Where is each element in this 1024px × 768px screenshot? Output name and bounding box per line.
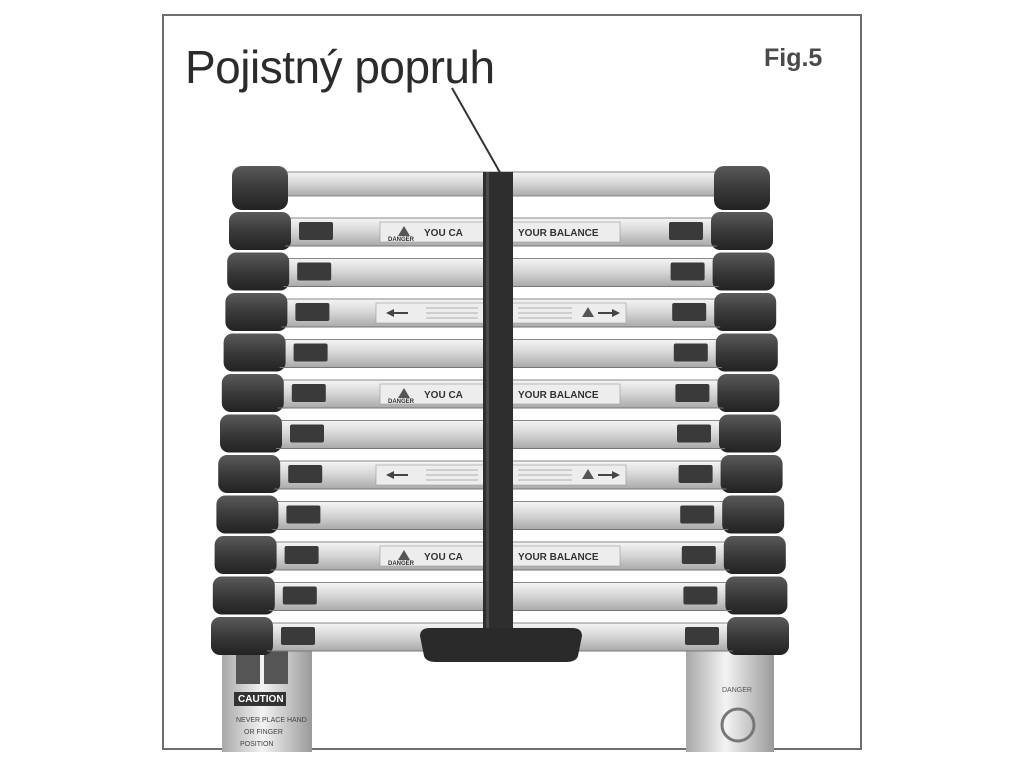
rung-right-latch — [680, 505, 715, 524]
rung-left-latch — [286, 505, 321, 524]
balance-text-left: YOU CA — [424, 552, 463, 563]
caution-label: CAUTION NEVER PLACE HAND OR FINGER POSIT… — [236, 694, 307, 748]
warning-triangle-icon — [398, 226, 410, 236]
right-arrow-icon — [598, 309, 620, 317]
rung-right-latch — [670, 262, 705, 281]
rung-right-latch — [672, 303, 707, 321]
rung-right-cap — [719, 414, 781, 453]
left-leg — [222, 640, 312, 752]
balance-text-right: YOUR BALANCE — [518, 390, 599, 401]
right-arrow-icon — [598, 471, 620, 479]
rung-right-cap — [715, 333, 778, 372]
rung-left-cap — [223, 333, 286, 372]
rung-left-cap — [225, 293, 288, 331]
figure-number: Fig.5 — [764, 44, 823, 72]
rung-left-latch — [290, 424, 324, 443]
balance-text-right: YOUR BALANCE — [518, 228, 599, 239]
rung-left-latch — [284, 546, 319, 564]
rung-right-cap — [712, 252, 775, 291]
callout-label: Pojistný popruh — [185, 41, 495, 93]
rung-right-latch — [685, 627, 719, 645]
rung-left-cap — [212, 576, 275, 615]
balance-text-right: YOUR BALANCE — [518, 552, 599, 563]
rung-right-cap — [714, 293, 777, 331]
svg-text:NEVER PLACE HAND: NEVER PLACE HAND — [236, 717, 307, 724]
rung-right-latch — [677, 424, 711, 443]
balance-text-left: YOU CA — [424, 228, 463, 239]
rung-right-cap — [722, 495, 785, 534]
rung-right-cap — [711, 212, 773, 250]
rung-right-latch — [675, 384, 710, 402]
rung-right-latch — [678, 465, 713, 483]
rung-left-latch — [297, 262, 332, 281]
rung-left-cap — [220, 414, 282, 453]
rung-left-latch — [291, 384, 326, 402]
rung-right-cap — [723, 536, 786, 574]
rung-left-latch — [299, 222, 333, 240]
left-arrow-icon — [386, 471, 408, 479]
rung-right-cap — [720, 455, 783, 493]
right-leg-danger-label: DANGER — [722, 687, 752, 694]
warning-triangle-icon — [398, 388, 410, 398]
rung-left-cap — [214, 536, 277, 574]
rung-right-cap — [717, 374, 780, 412]
warning-triangle-icon — [582, 307, 594, 317]
rung-left-latch — [281, 627, 315, 645]
rung-left-cap — [221, 374, 284, 412]
safety-strap — [420, 172, 582, 662]
rung-left-cap — [218, 455, 281, 493]
rung-left-cap — [216, 495, 279, 534]
svg-text:OR FINGER: OR FINGER — [244, 729, 283, 736]
rung-right-latch — [673, 343, 708, 362]
rung-left-cap — [229, 212, 291, 250]
balance-text-left: YOU CA — [424, 390, 463, 401]
rung-left-cap — [211, 617, 273, 655]
warning-triangle-icon — [582, 469, 594, 479]
left-arrow-icon — [386, 309, 408, 317]
right-leg — [686, 640, 774, 752]
rung-left-latch — [295, 303, 330, 321]
danger-label: DANGER — [388, 237, 415, 243]
danger-label: DANGER — [388, 399, 415, 405]
rung-right-latch — [683, 586, 718, 605]
warning-triangle-icon — [398, 550, 410, 560]
rung-left-latch — [288, 465, 323, 483]
rung-right-latch — [681, 546, 716, 564]
rung-right-latch — [669, 222, 703, 240]
rung-left-latch — [293, 343, 328, 362]
svg-text:CAUTION: CAUTION — [238, 694, 284, 705]
callout-leader — [451, 87, 503, 177]
rung-left-cap — [227, 252, 290, 291]
svg-text:POSITION: POSITION — [240, 741, 273, 748]
rung-right-cap — [727, 617, 789, 655]
rung-right-cap — [725, 576, 788, 615]
danger-label: DANGER — [388, 561, 415, 567]
rung: DANGER YOU CA YOUR BALANCE — [229, 212, 773, 250]
rung-left-latch — [282, 586, 317, 605]
